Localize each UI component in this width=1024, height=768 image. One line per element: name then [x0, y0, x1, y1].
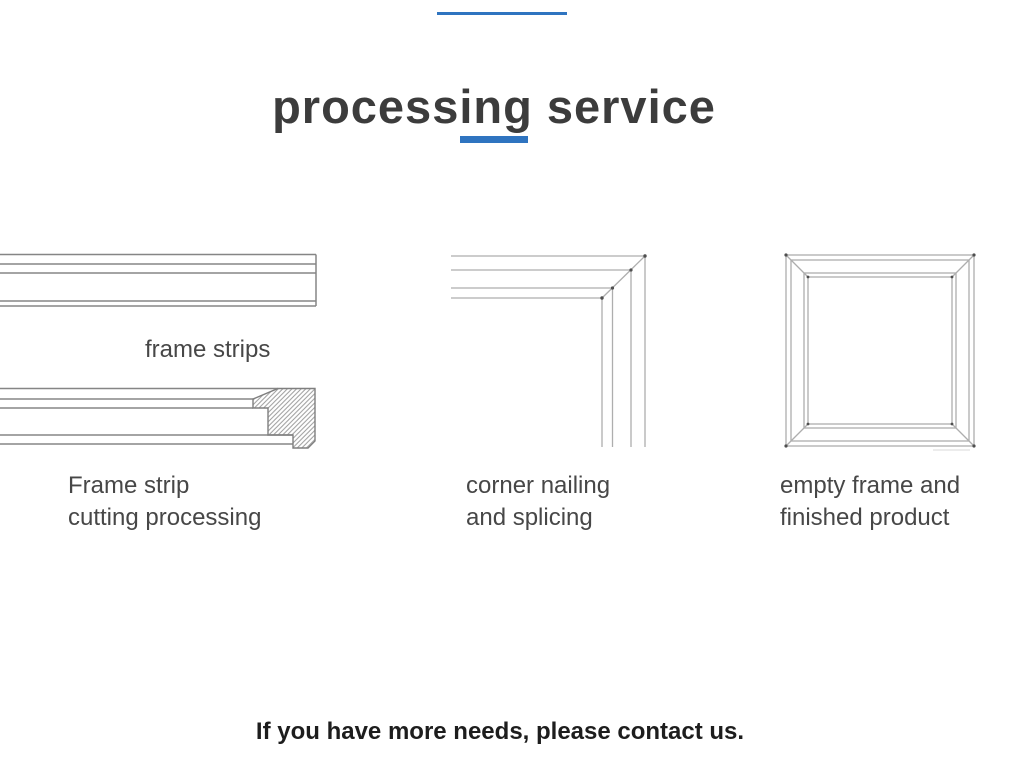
- corner-nailing-label-line1: corner nailing: [466, 472, 611, 499]
- corner-nailing-diagram: [451, 254, 647, 447]
- empty-frame-diagram: [784, 253, 976, 451]
- frame-strips-label: frame strips: [145, 334, 270, 366]
- title-accent-line-bottom: [460, 136, 528, 143]
- page-title: processing service: [272, 80, 716, 134]
- empty-frame-label-line1: empty frame and: [780, 472, 961, 499]
- frame-strip-diagram: [0, 253, 317, 307]
- molding-cross-section: [252, 387, 316, 449]
- frame-strips-label-text: frame strips: [145, 336, 271, 363]
- strip-cutting-label-line2: cutting processing: [68, 504, 262, 531]
- corner-nailing-label: corner nailing and splicing: [466, 470, 610, 534]
- strip-cutting-label: Frame strip cutting processing: [68, 470, 261, 534]
- title-accent-line-top: [437, 12, 567, 15]
- empty-frame-label: empty frame and finished product: [780, 470, 960, 534]
- strip-cutting-label-line1: Frame strip: [68, 472, 190, 499]
- strip-cutting-diagram: [0, 387, 316, 449]
- footer-message: If you have more needs, please contact u…: [255, 718, 745, 745]
- corner-nailing-label-line2: and splicing: [466, 504, 593, 531]
- empty-frame-label-line2: finished product: [780, 504, 950, 531]
